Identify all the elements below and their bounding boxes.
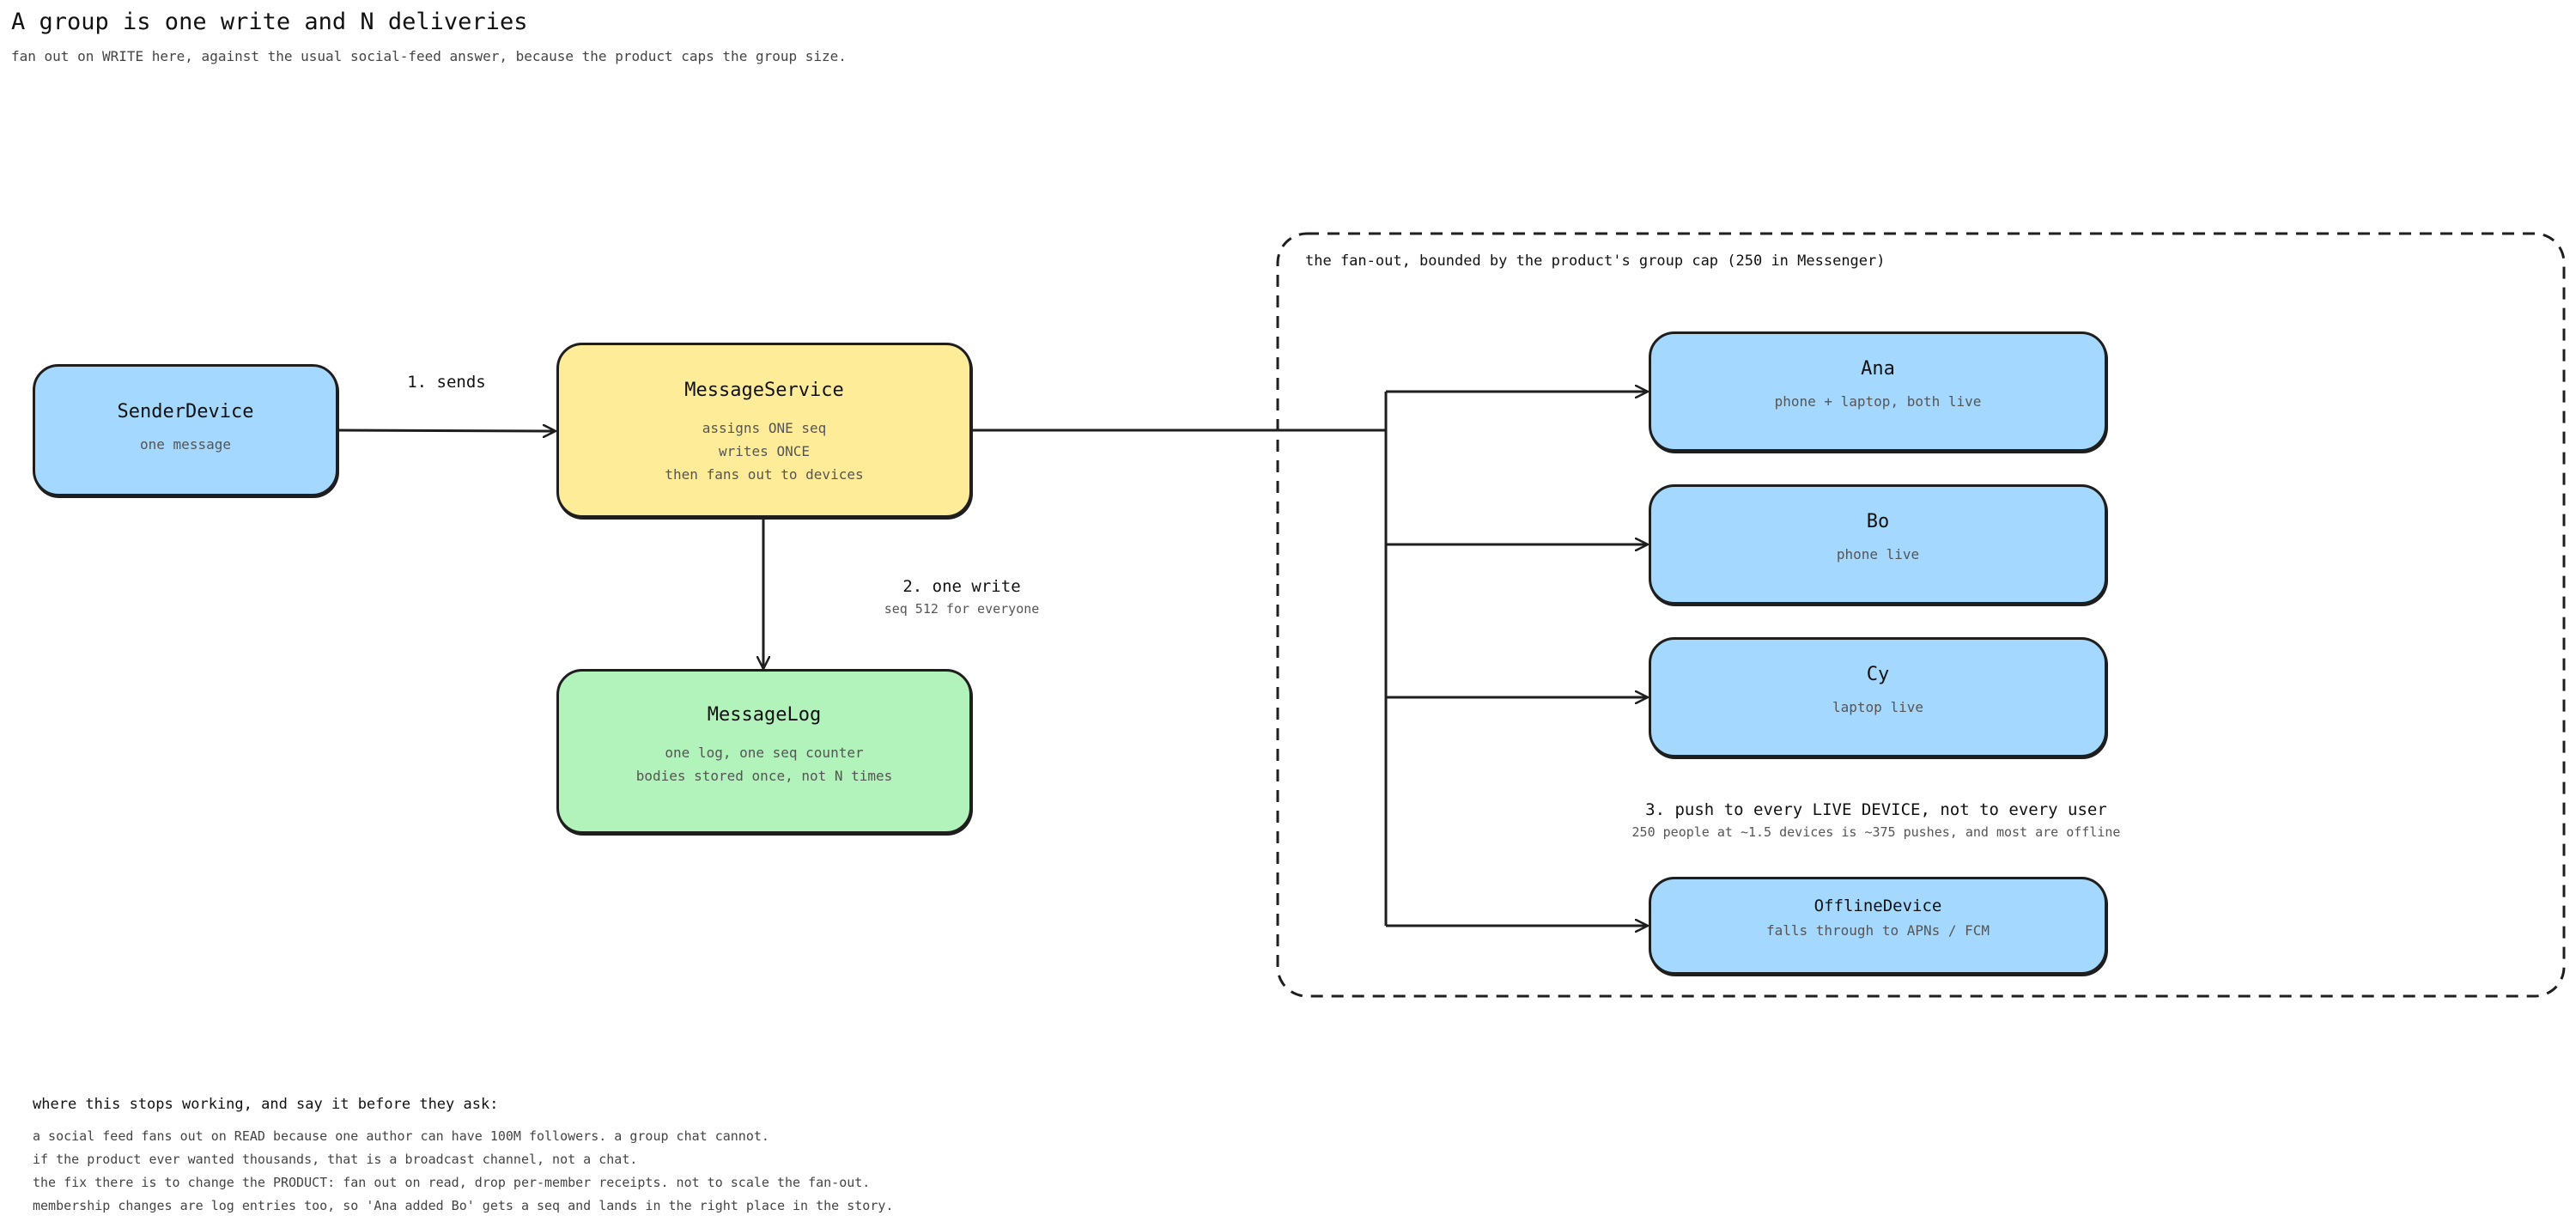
edge-label-subtext: seq 512 for everyone: [884, 601, 1040, 617]
node-ana[interactable]: Ana phone + laptop, both live: [1649, 331, 2107, 452]
node-desc: phone + laptop, both live: [1774, 393, 1982, 410]
node-desc: then fans out to devices: [665, 466, 864, 483]
node-title: OfflineDevice: [1814, 897, 1942, 915]
footnote-heading: where this stops working, and say it bef…: [33, 1096, 499, 1113]
edge-label-push: 3. push to every LIVE DEVICE, not to eve…: [1597, 800, 2155, 840]
node-message-service[interactable]: MessageService assigns ONE seq writes ON…: [556, 343, 972, 518]
node-title: Cy: [1866, 664, 1890, 685]
footnote-line: a social feed fans out on READ because o…: [33, 1128, 769, 1144]
footnote-line: if the product ever wanted thousands, th…: [33, 1152, 638, 1167]
edge-label-sends: 1. sends: [395, 373, 498, 392]
node-cy[interactable]: Cy laptop live: [1649, 637, 2107, 757]
edge-sends: [337, 430, 555, 431]
edge-label-text: 2. one write: [902, 577, 1021, 596]
node-title: Ana: [1861, 358, 1895, 380]
node-title: SenderDevice: [117, 401, 254, 423]
node-offline-device[interactable]: OfflineDevice falls through to APNs / FC…: [1649, 877, 2107, 975]
edge-label-one-write: 2. one write seq 512 for everyone: [841, 577, 1082, 617]
footnote: where this stops working, and say it bef…: [33, 1096, 1235, 1218]
fanout-group-frame: [1276, 232, 2566, 998]
node-message-log[interactable]: MessageLog one log, one seq counter bodi…: [556, 669, 972, 834]
footnote-line: membership changes are log entries too, …: [33, 1198, 894, 1213]
node-desc: one log, one seq counter: [665, 745, 864, 761]
node-desc: assigns ONE seq: [702, 420, 827, 436]
node-desc: writes ONCE: [719, 443, 810, 459]
node-desc: one message: [140, 436, 231, 453]
node-title: Bo: [1866, 511, 1890, 532]
edge-label-subtext: 250 people at ~1.5 devices is ~375 pushe…: [1631, 824, 2121, 840]
node-title: MessageService: [684, 380, 844, 401]
node-desc: falls through to APNs / FCM: [1765, 922, 1990, 939]
footnote-line: the fix there is to change the PRODUCT: …: [33, 1175, 871, 1190]
node-sender-device[interactable]: SenderDevice one message: [33, 364, 338, 496]
node-desc: bodies stored once, not N times: [635, 768, 893, 784]
edge-label-text: 1. sends: [407, 373, 486, 392]
node-title: MessageLog: [707, 704, 822, 726]
page-title: A group is one write and N deliveries: [11, 9, 528, 35]
edge-label-text: 3. push to every LIVE DEVICE, not to eve…: [1645, 800, 2107, 819]
node-desc: phone live: [1836, 546, 1920, 562]
page-subtitle: fan out on WRITE here, against the usual…: [11, 48, 847, 64]
node-desc: laptop live: [1832, 699, 1923, 715]
node-bo[interactable]: Bo phone live: [1649, 484, 2107, 605]
group-caption: the fan-out, bounded by the product's gr…: [1305, 252, 1886, 270]
